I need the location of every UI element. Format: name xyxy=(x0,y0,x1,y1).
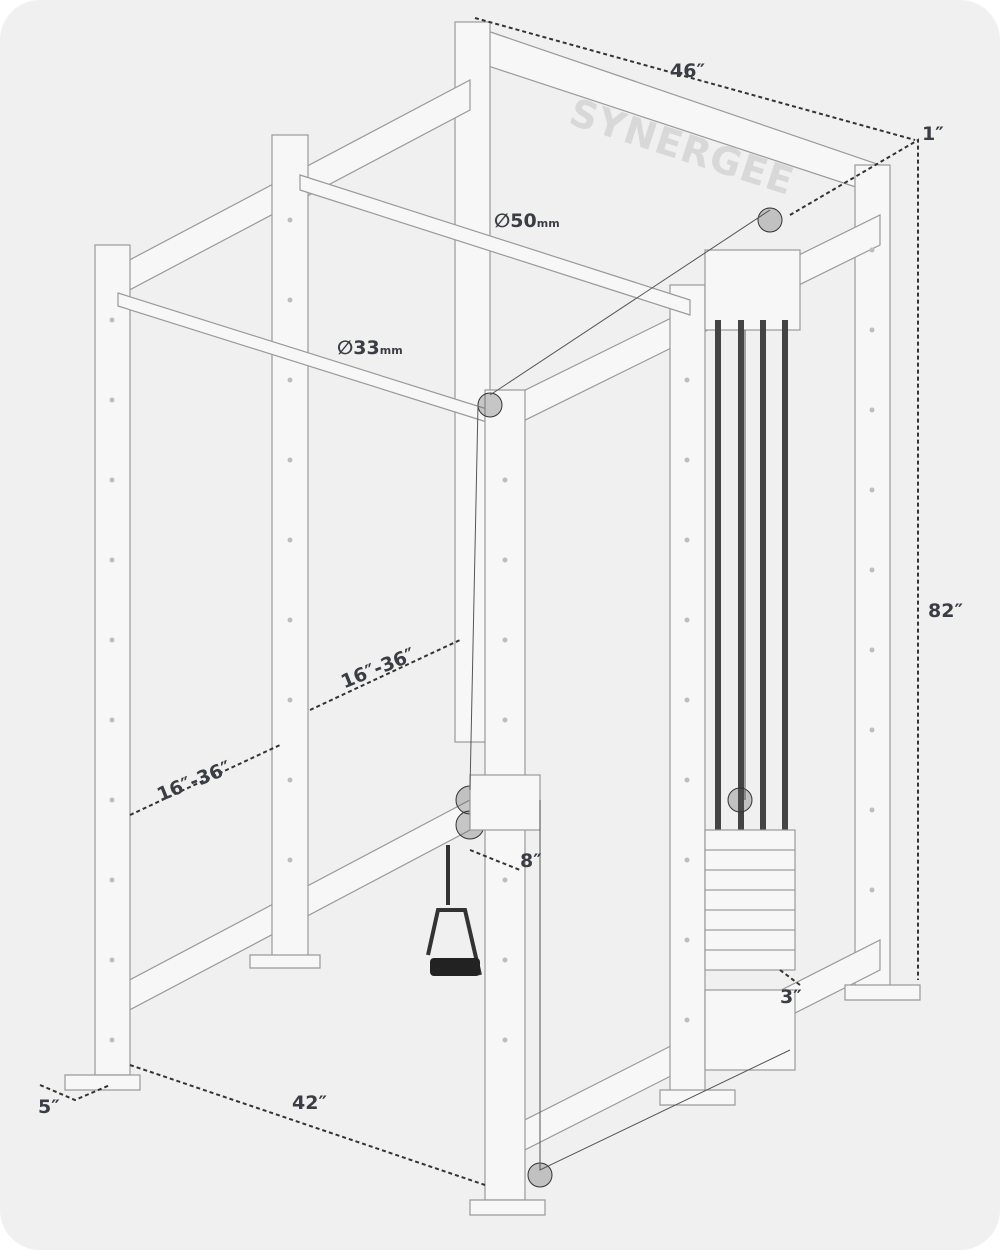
dimension-tube-size: 1″ xyxy=(922,123,944,145)
dimension-width-top: 46″ xyxy=(670,60,705,82)
front-bar-unit: mm xyxy=(379,344,403,357)
front-left-upright xyxy=(94,244,131,1076)
dimension-foot-width: 5″ xyxy=(38,1096,60,1118)
top-back-beam xyxy=(469,24,881,196)
handle-grip[interactable] xyxy=(430,958,480,976)
dimension-height: 82″ xyxy=(928,600,963,622)
dimension-front-bar: ∅33mm xyxy=(337,337,403,359)
top-pulley-plate xyxy=(704,249,801,331)
dimension-depth-bottom: 42″ xyxy=(292,1092,327,1114)
pullup-bar-diameter: 50 xyxy=(510,210,537,232)
right-middle-upright xyxy=(669,284,706,1096)
dimension-stack-offset: 3″ xyxy=(780,986,802,1008)
left-middle-upright xyxy=(271,134,309,961)
weight-stack xyxy=(704,829,796,971)
stirrup-handle[interactable] xyxy=(426,845,482,976)
front-bar-diameter: 33 xyxy=(353,337,380,359)
back-right-upright xyxy=(854,164,891,996)
pullup-bar-unit: mm xyxy=(536,217,560,230)
pulley-carriage xyxy=(469,774,541,831)
back-center-upright xyxy=(454,21,491,743)
dimension-pullup-bar: ∅50mm xyxy=(494,210,560,232)
pullup-bar-50mm xyxy=(299,174,691,316)
dimension-pulley-offset: 8″ xyxy=(520,850,542,872)
